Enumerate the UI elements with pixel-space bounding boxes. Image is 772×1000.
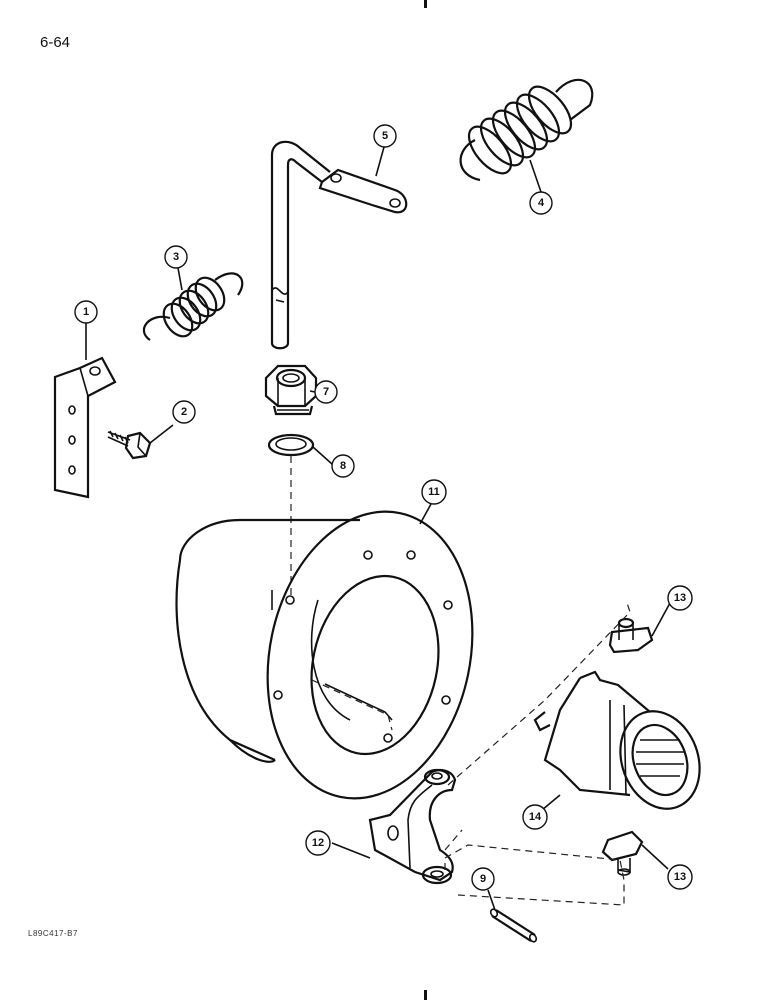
svg-text:9: 9 bbox=[480, 873, 486, 885]
svg-text:8: 8 bbox=[340, 460, 346, 472]
callout-8: 8 bbox=[331, 454, 355, 478]
leader-lines bbox=[85, 146, 671, 911]
small-spring-part bbox=[142, 272, 244, 341]
callout-9: 9 bbox=[471, 867, 495, 891]
callout-7: 7 bbox=[314, 380, 338, 404]
svg-text:11: 11 bbox=[428, 486, 440, 498]
callout-11: 11 bbox=[421, 479, 447, 505]
svg-text:1: 1 bbox=[83, 306, 89, 318]
callout-13-lower: 13 bbox=[667, 864, 693, 890]
figure-code: L89C417-B7 bbox=[28, 929, 78, 938]
binding-mark-bottom bbox=[424, 990, 427, 1000]
shift-rod-part bbox=[270, 140, 408, 350]
svg-text:4: 4 bbox=[538, 197, 545, 209]
callout-5: 5 bbox=[373, 124, 397, 148]
washer-part bbox=[267, 433, 315, 457]
roll-pin-part bbox=[489, 908, 538, 943]
callout-14: 14 bbox=[522, 804, 548, 830]
svg-text:14: 14 bbox=[529, 811, 542, 823]
guide-block-upper-part bbox=[608, 617, 654, 654]
bracket-part bbox=[53, 356, 117, 499]
callout-1: 1 bbox=[74, 300, 98, 324]
page-number: 6-64 bbox=[40, 34, 71, 51]
svg-text:5: 5 bbox=[382, 130, 388, 142]
callout-2: 2 bbox=[172, 400, 196, 424]
shift-collar-part bbox=[533, 670, 701, 810]
callout-12: 12 bbox=[305, 830, 331, 856]
svg-text:2: 2 bbox=[181, 406, 187, 418]
shift-fork-part bbox=[368, 768, 457, 885]
svg-text:13: 13 bbox=[674, 592, 686, 604]
assembly-line-lower bbox=[444, 844, 625, 906]
callout-3: 3 bbox=[164, 245, 188, 269]
assembly-line-housing bbox=[311, 679, 393, 731]
svg-text:7: 7 bbox=[323, 386, 329, 398]
svg-text:13: 13 bbox=[674, 871, 686, 883]
svg-text:12: 12 bbox=[312, 837, 324, 849]
binding-mark-top bbox=[424, 0, 427, 8]
nut-part bbox=[264, 364, 318, 416]
bolt-part bbox=[107, 430, 152, 460]
svg-text:3: 3 bbox=[173, 251, 179, 263]
assembly-line-upper bbox=[447, 599, 631, 786]
callout-13-upper: 13 bbox=[667, 585, 693, 611]
housing-part bbox=[175, 510, 474, 800]
large-spring-part bbox=[459, 78, 594, 182]
guide-block-lower-part bbox=[601, 830, 644, 876]
callout-4: 4 bbox=[529, 191, 553, 215]
assembly-line-fork bbox=[444, 829, 463, 851]
